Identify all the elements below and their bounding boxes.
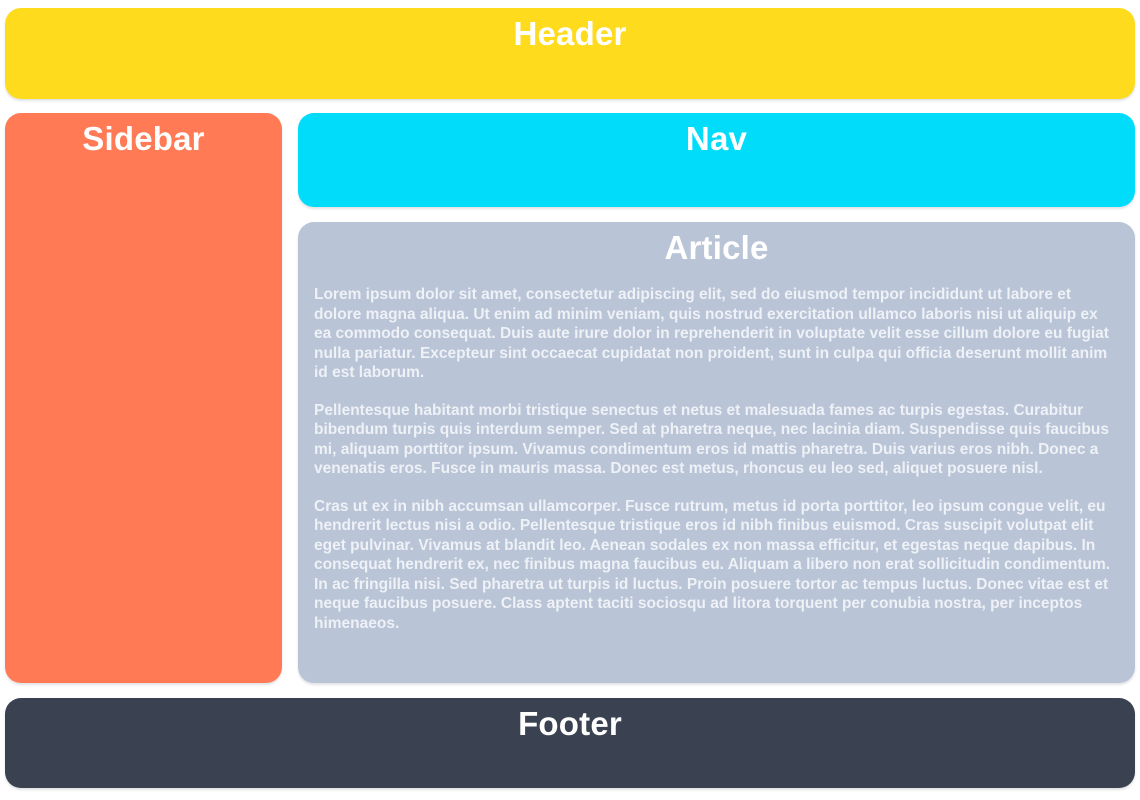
header-banner: Header — [5, 8, 1135, 99]
article-paragraph: Lorem ipsum dolor sit amet, consectetur … — [314, 286, 1109, 381]
article-title: Article — [664, 229, 769, 266]
footer-banner: Footer — [5, 698, 1135, 788]
main-row: Sidebar Nav Article Lorem ipsum dolor si… — [5, 113, 1135, 683]
article-panel: Article Lorem ipsum dolor sit amet, cons… — [298, 222, 1135, 683]
article-paragraph: Pellentesque habitant morbi tristique se… — [314, 401, 1109, 478]
nav-title: Nav — [685, 120, 748, 157]
sidebar: Sidebar — [5, 113, 282, 683]
content-column: Nav Article Lorem ipsum dolor sit amet, … — [298, 113, 1135, 683]
sidebar-title: Sidebar — [82, 120, 205, 157]
nav-bar: Nav — [298, 113, 1135, 207]
header-title: Header — [513, 15, 627, 52]
footer-title: Footer — [518, 705, 622, 742]
article-paragraph: Cras ut ex in nibh accumsan ullamcorper.… — [314, 497, 1111, 632]
